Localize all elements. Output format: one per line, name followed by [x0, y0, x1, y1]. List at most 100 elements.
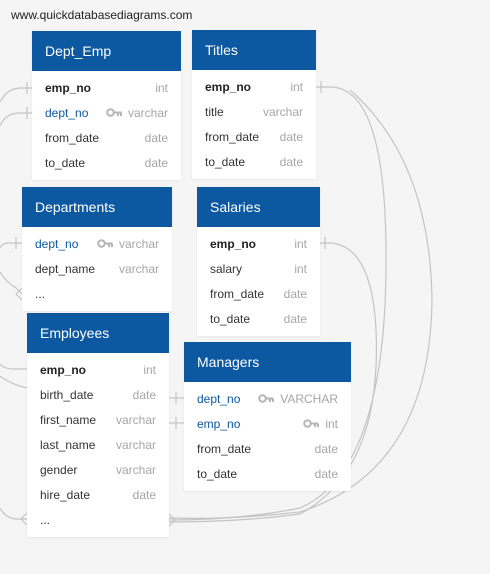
field-type-label: int — [155, 81, 168, 95]
field-type-label: VARCHAR — [280, 392, 338, 406]
key-icon — [106, 101, 122, 126]
link-departments-crow — [15, 287, 23, 301]
field-name: dept_no — [197, 392, 241, 406]
field-row[interactable]: dept_no varchar — [22, 232, 172, 257]
field-row[interactable]: dept_no varchar — [32, 101, 181, 126]
field-row[interactable]: gender varchar — [27, 458, 169, 483]
table-titles-title[interactable]: Titles — [192, 30, 316, 70]
table-dept-emp[interactable]: Dept_Emp emp_no int dept_no varchar from_dat… — [32, 31, 181, 180]
table-managers[interactable]: Managers dept_no VARCHAR emp_no int from_dat… — [184, 342, 351, 491]
field-type-label: date — [132, 488, 156, 502]
field-name: from_date — [210, 287, 265, 301]
field-row[interactable]: emp_no int — [27, 358, 169, 383]
key-icon — [258, 387, 275, 412]
field-row[interactable]: dept_no VARCHAR — [184, 387, 351, 412]
field-type: VARCHAR — [258, 387, 338, 412]
field-row[interactable]: emp_no int — [197, 232, 320, 257]
field-type-label: varchar — [127, 106, 168, 120]
key-icon — [303, 412, 320, 437]
link-employees-emp-no — [0, 363, 27, 370]
field-type: varchar — [116, 408, 156, 433]
field-name: emp_no — [45, 81, 92, 95]
field-name: hire_date — [40, 488, 91, 502]
field-row[interactable]: ... — [27, 508, 169, 533]
field-type-label: varchar — [118, 262, 159, 276]
link-outer-curve — [168, 89, 433, 519]
field-type-label: date — [314, 467, 338, 481]
field-type: int — [294, 257, 307, 282]
field-type-label: varchar — [262, 105, 303, 119]
field-type-label: varchar — [115, 413, 156, 427]
field-row[interactable]: hire_date date — [27, 483, 169, 508]
field-name: emp_no — [197, 417, 241, 431]
table-dept-emp-title[interactable]: Dept_Emp — [32, 31, 181, 71]
field-name: emp_no — [205, 80, 252, 94]
field-type-label: date — [314, 442, 338, 456]
field-type: varchar — [97, 232, 159, 257]
field-type-label: varchar — [115, 438, 156, 452]
field-type: date — [145, 151, 168, 176]
field-name: emp_no — [40, 363, 87, 377]
field-name: dept_no — [35, 237, 79, 251]
field-type: varchar — [116, 433, 156, 458]
field-type-label: date — [144, 131, 168, 145]
field-row[interactable]: birth_date date — [27, 383, 169, 408]
field-name: birth_date — [40, 388, 94, 402]
link-employees-left-2 — [0, 375, 28, 389]
field-type: date — [284, 307, 307, 332]
field-name: gender — [40, 463, 78, 477]
table-employees-title[interactable]: Employees — [27, 313, 169, 353]
field-row[interactable]: emp_no int — [184, 412, 351, 437]
field-type-label: varchar — [115, 463, 156, 477]
field-type-label: int — [143, 363, 156, 377]
field-type: date — [133, 383, 156, 408]
table-salaries-title[interactable]: Salaries — [197, 187, 320, 227]
field-type: date — [280, 150, 303, 175]
field-row[interactable]: from_date date — [197, 282, 320, 307]
field-type: int — [290, 75, 303, 100]
field-name: to_date — [197, 467, 238, 481]
field-type-label: varchar — [118, 237, 159, 251]
field-row[interactable]: emp_no int — [192, 75, 316, 100]
field-row[interactable]: to_date date — [184, 462, 351, 487]
field-type-label: date — [283, 287, 307, 301]
field-type-label: int — [325, 417, 338, 431]
field-type-label: int — [294, 237, 307, 251]
field-type-label: int — [290, 80, 303, 94]
link-dept-emp-emp-no — [0, 87, 32, 103]
field-type: date — [145, 126, 168, 151]
field-type: int — [143, 358, 156, 383]
field-row[interactable]: emp_no int — [32, 76, 181, 101]
table-managers-title[interactable]: Managers — [184, 342, 351, 382]
field-type-label: date — [283, 312, 307, 326]
field-type-label: date — [279, 155, 303, 169]
field-row[interactable]: ... — [22, 282, 172, 307]
field-name: dept_no — [45, 106, 89, 120]
field-type: date — [315, 462, 338, 487]
field-name: emp_no — [210, 237, 257, 251]
table-departments-title[interactable]: Departments — [22, 187, 172, 227]
key-icon — [97, 232, 113, 257]
field-type: int — [155, 76, 168, 101]
link-departments-loop — [0, 271, 23, 295]
field-type-label: date — [279, 130, 303, 144]
